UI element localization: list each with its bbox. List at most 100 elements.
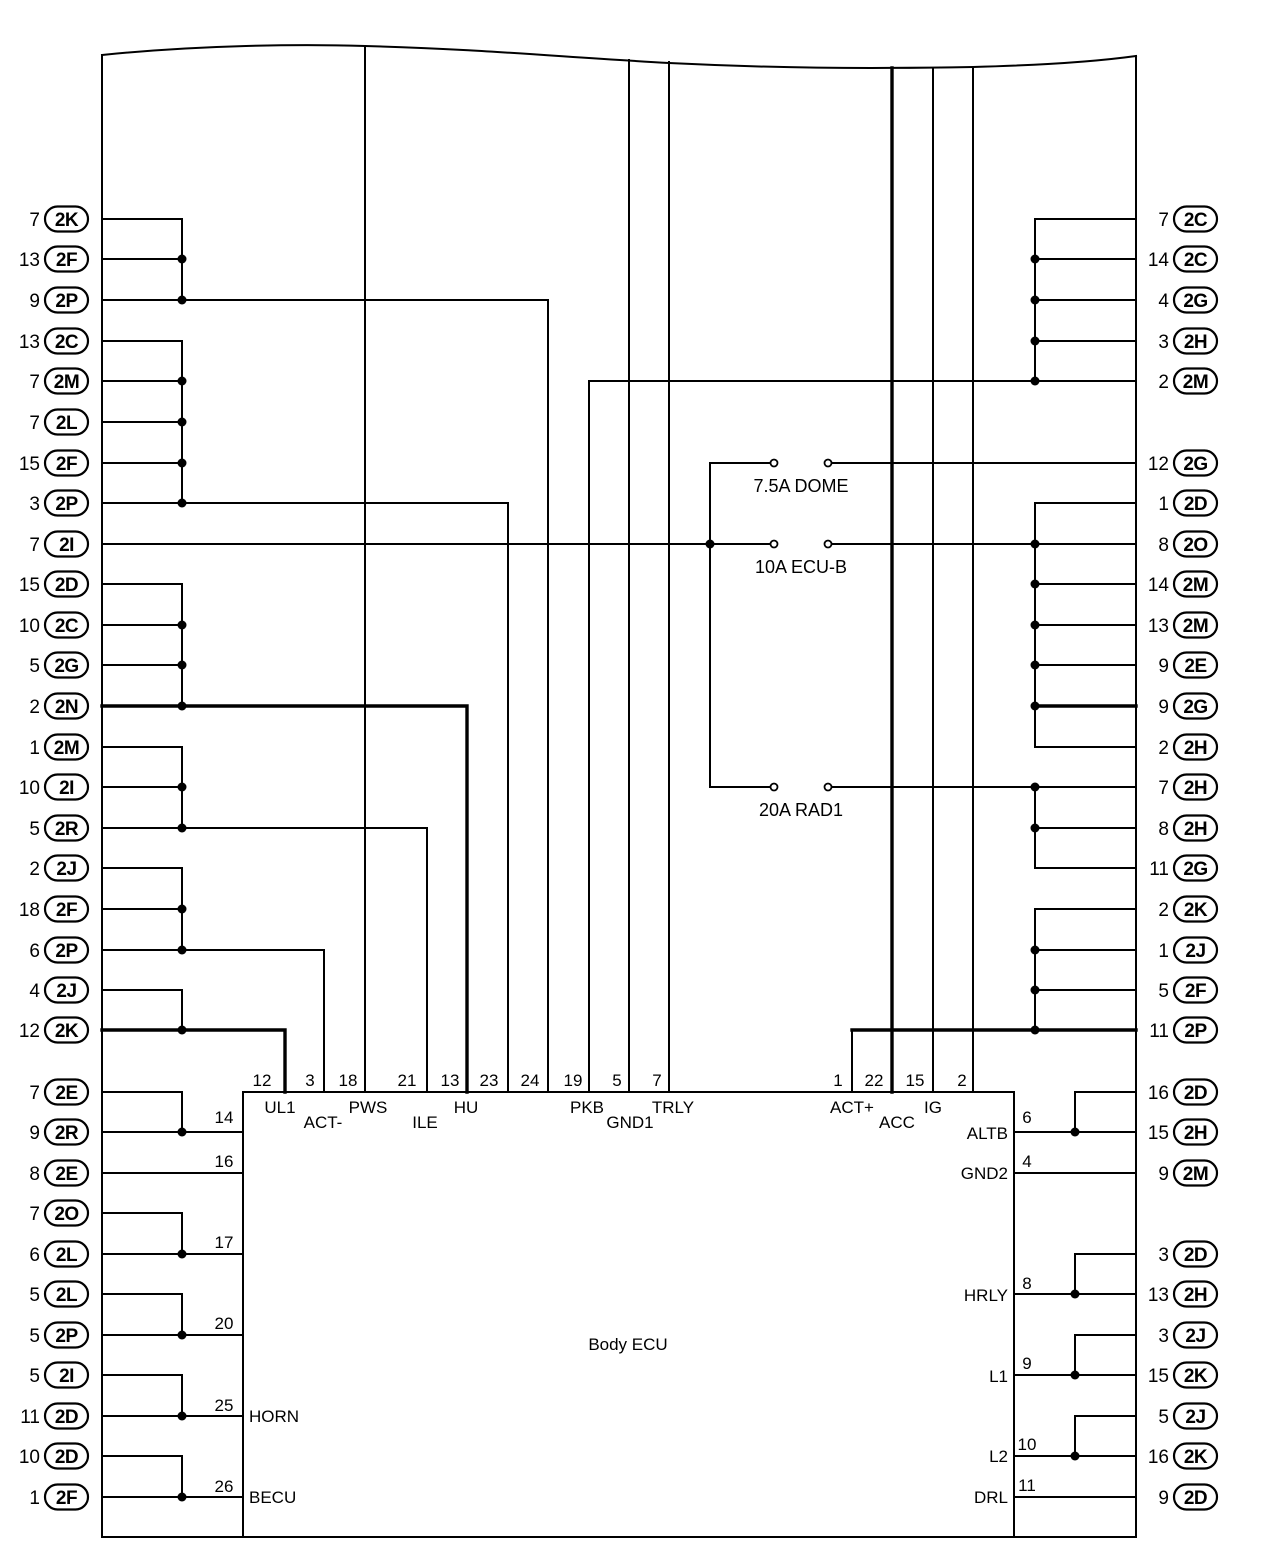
connector-badge — [43, 1442, 90, 1470]
junction-dot — [177, 904, 187, 914]
junction-dot — [1030, 701, 1040, 711]
junction-dot — [1030, 336, 1040, 346]
connector-badge — [43, 286, 90, 314]
connector-badge — [1172, 245, 1219, 273]
connector-badge — [43, 1118, 90, 1146]
connector-badge — [43, 1321, 90, 1349]
connector-badge — [43, 1361, 90, 1389]
connector-id: 2O — [1183, 535, 1207, 556]
ecu-pin-label: HORN — [249, 1407, 299, 1426]
connector-badge — [43, 611, 90, 639]
connector-badge — [43, 814, 90, 842]
junctions — [177, 254, 1080, 1502]
ecu-pin-number: 1 — [833, 1071, 842, 1090]
ecu-pin-label: DRL — [974, 1488, 1008, 1507]
connector-pin-number: 13 — [19, 332, 40, 353]
connector-id: 2I — [59, 1366, 74, 1387]
junction-dot — [1030, 539, 1040, 549]
junction-dot — [1030, 579, 1040, 589]
junction-dot — [1070, 1370, 1080, 1380]
connector-id: 2F — [56, 900, 77, 921]
connector-pin-number: 1 — [29, 738, 40, 759]
connector-badge — [43, 408, 90, 436]
connector-pin-number: 11 — [1149, 1021, 1169, 1042]
junction-dot — [1070, 1451, 1080, 1461]
connector-badge — [43, 895, 90, 923]
connector-id: 2E — [55, 1164, 77, 1185]
connector-pin-number: 15 — [1148, 1366, 1169, 1387]
ecu-pin-label: HU — [454, 1098, 479, 1117]
connector-badge — [1172, 205, 1219, 233]
connector-pin-number: 9 — [29, 291, 40, 312]
connector-id: 2C — [55, 616, 79, 637]
connector-id: 2F — [56, 454, 77, 475]
junction-dot — [177, 823, 187, 833]
connector-pin-number: 10 — [19, 1447, 40, 1468]
diagram-frame — [100, 44, 1138, 1538]
connector-pin-number: 1 — [1158, 494, 1169, 515]
junction-dot — [177, 376, 187, 386]
ecu-pin-label: ACT+ — [830, 1098, 874, 1117]
connector-id: 2D — [1184, 1245, 1207, 1266]
ecu-pin-number: 12 — [253, 1071, 272, 1090]
connector-badge — [1172, 854, 1219, 882]
wire — [101, 949, 325, 1093]
connector-badge — [1172, 1483, 1219, 1511]
left-connector: 10 2D — [19, 1442, 90, 1470]
ecu-pin-number: 20 — [215, 1314, 234, 1333]
connector-pin-number: 16 — [1148, 1447, 1169, 1468]
ecu-pin-number: 21 — [398, 1071, 417, 1090]
connector-id: 2G — [54, 656, 78, 677]
connector-pin-number: 14 — [1148, 250, 1170, 271]
junction-dot — [177, 295, 187, 305]
ecu-pin-number: 4 — [1022, 1152, 1031, 1171]
fuse-label: 7.5A DOME — [753, 476, 848, 496]
connector-id: 2D — [55, 1447, 78, 1468]
ecu-pin-number: 16 — [215, 1152, 234, 1171]
connector-pin-number: 5 — [29, 819, 40, 840]
wire — [101, 827, 428, 1093]
junction-dot — [177, 1330, 187, 1340]
connector-badge — [43, 1016, 90, 1044]
connector-badge — [1172, 327, 1219, 355]
left-connector: 5 2I — [29, 1361, 90, 1389]
connector-id: 2M — [54, 372, 79, 393]
connector-pin-number: 10 — [19, 778, 40, 799]
connector-id: 2M — [1183, 616, 1208, 637]
connector-badge — [1172, 530, 1219, 558]
connector-id: 2K — [1184, 1447, 1208, 1468]
ecu-pin-number: 19 — [564, 1071, 583, 1090]
ecu-pin-label: IG — [924, 1098, 942, 1117]
fuse-terminal — [823, 782, 833, 792]
connector-id: 2I — [59, 535, 74, 556]
connector-id: 2D — [1184, 1083, 1207, 1104]
connector-badge — [43, 449, 90, 477]
junction-dot — [177, 701, 187, 711]
junction-dot — [1070, 1289, 1080, 1299]
junction-dot — [1030, 823, 1040, 833]
junction-dot — [177, 254, 187, 264]
connector-pin-number: 7 — [29, 1083, 40, 1104]
connector-pin-number: 11 — [20, 1407, 40, 1428]
connector-id: 2M — [1183, 575, 1208, 596]
connector-badge — [1172, 1321, 1219, 1349]
connector-pin-number: 18 — [19, 900, 40, 921]
connector-pin-number: 5 — [29, 1366, 40, 1387]
fuse-terminal — [823, 458, 833, 468]
